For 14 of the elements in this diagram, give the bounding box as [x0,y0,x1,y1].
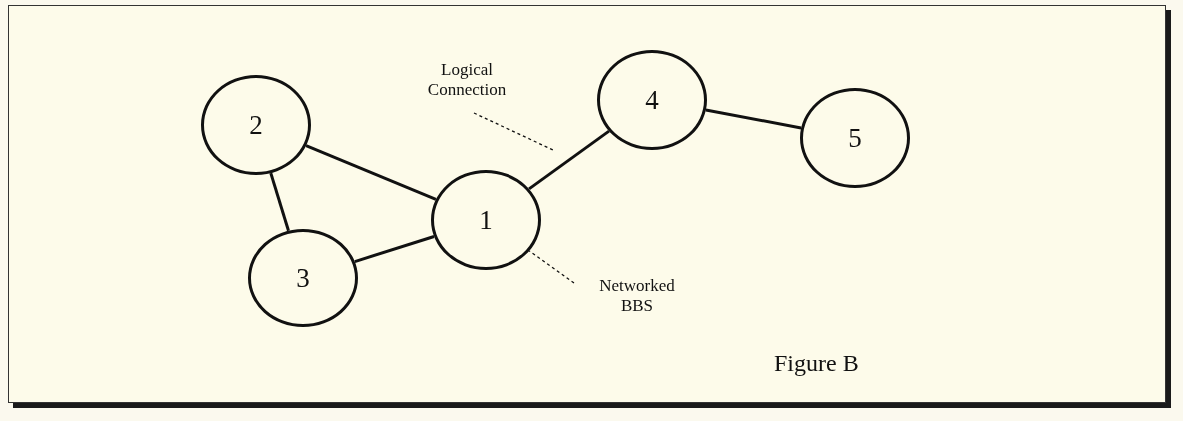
connection-line [528,129,610,191]
node-number: 2 [249,111,263,139]
figure-caption: Figure B [774,350,859,377]
connection-line [354,235,435,263]
connection-line [705,108,802,130]
callout-text: Networked BBS [599,276,675,316]
node-number: 3 [296,264,310,292]
connection-line [305,144,437,201]
callout-text: Logical Connection [427,60,507,100]
node-number: 5 [848,124,862,152]
connection-line [269,172,290,232]
leader-line [473,112,554,151]
node-number: 1 [479,206,493,234]
node-number: 4 [645,86,659,114]
